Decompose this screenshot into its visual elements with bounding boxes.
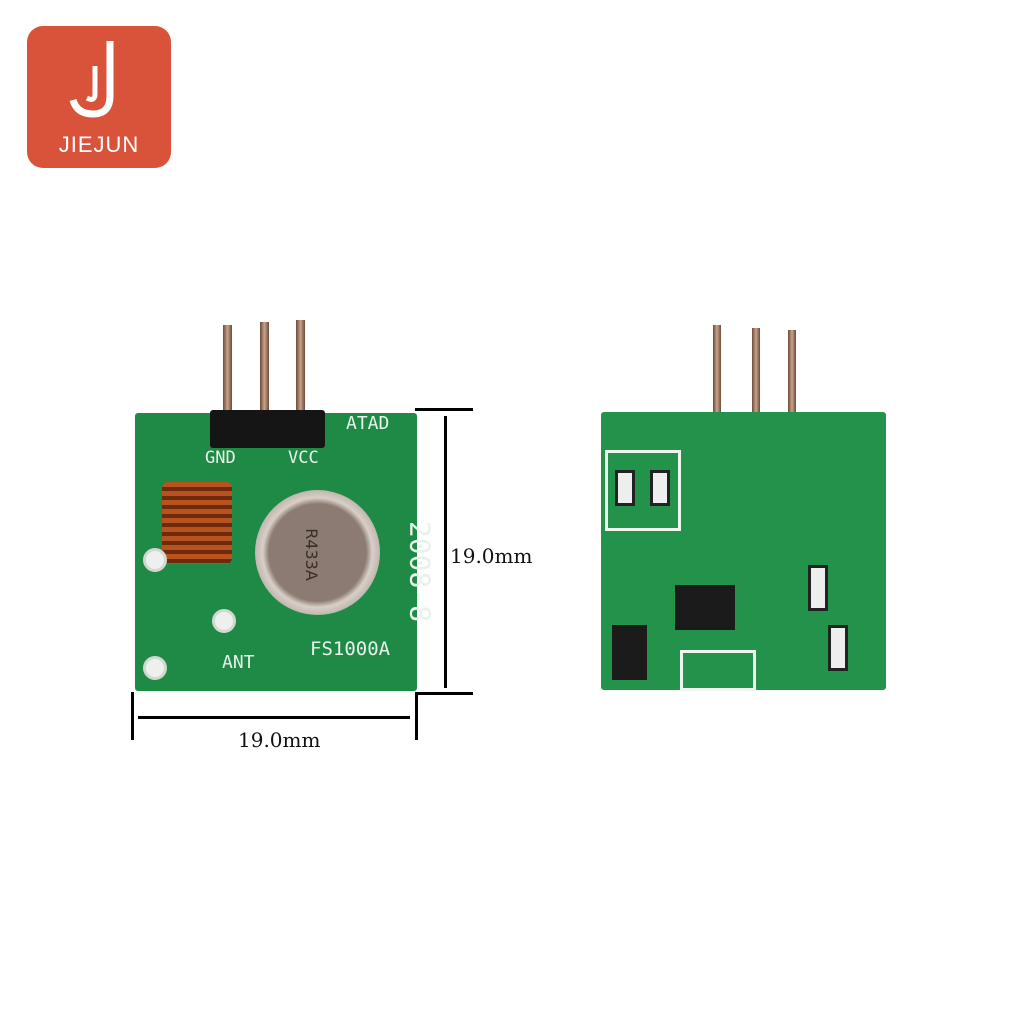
smd-component xyxy=(828,625,848,671)
smd-component xyxy=(615,470,635,506)
saw-resonator xyxy=(255,490,380,615)
model-label: FS1000A xyxy=(310,638,391,660)
header-pin xyxy=(713,325,721,415)
header-pin xyxy=(752,328,760,415)
extension-line xyxy=(415,692,418,740)
mounting-hole xyxy=(143,548,167,572)
silkscreen-outline xyxy=(605,450,681,531)
brand-logo: JIEJUN xyxy=(27,26,171,168)
width-dimension-line xyxy=(138,716,410,719)
height-dimension-line xyxy=(444,416,447,688)
resonator-label: R433A xyxy=(301,528,321,581)
data-label: ATAD xyxy=(346,413,390,434)
extension-line xyxy=(415,692,473,695)
height-label: 19.0mm xyxy=(450,544,533,568)
extension-line xyxy=(131,692,134,740)
date-label: 2008-8 xyxy=(403,520,437,623)
header-pin xyxy=(260,322,269,420)
pin-header xyxy=(210,410,325,448)
header-pin xyxy=(788,330,796,415)
header-pin xyxy=(296,320,305,420)
coil xyxy=(162,482,232,564)
mounting-hole xyxy=(212,609,236,633)
vcc-label: VCC xyxy=(288,448,319,468)
smd-component xyxy=(808,565,828,611)
extension-line xyxy=(415,408,473,411)
gnd-label: GND xyxy=(205,448,236,468)
ant-label: ANT xyxy=(222,652,255,673)
mounting-hole xyxy=(143,656,167,680)
logo-text: JIEJUN xyxy=(58,132,140,157)
transistor xyxy=(612,625,647,680)
smd-component xyxy=(650,470,670,506)
transistor xyxy=(675,585,735,630)
header-pin xyxy=(223,325,232,420)
width-label: 19.0mm xyxy=(238,728,321,752)
logo-j-mark xyxy=(69,41,114,118)
silkscreen-outline xyxy=(680,650,756,691)
